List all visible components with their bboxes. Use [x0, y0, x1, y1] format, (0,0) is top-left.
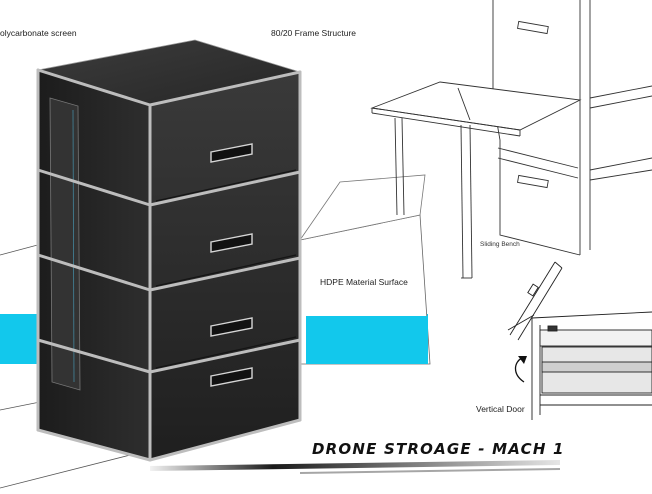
vertical-door-label: Vertical Door [476, 404, 525, 414]
sheet-title: DRONE STROAGE - MACH 1 [312, 440, 565, 458]
vertical-door-sketch [507, 261, 652, 420]
drawer-handles [210, 143, 253, 387]
sliding-bench-label: Sliding Bench [480, 241, 520, 248]
polycarbonate-screen-label: olycarbonate screen [0, 28, 77, 38]
cabinet-front-panel [150, 72, 300, 460]
drawer-handle-2 [210, 233, 253, 253]
drawer-handle-4 [210, 367, 253, 387]
drone-storage-cabinet [36, 39, 302, 462]
sliding-bench-sketch [370, 0, 652, 279]
aluminum-frame [36, 68, 302, 462]
frame-structure-label: 80/20 Frame Structure [271, 28, 357, 38]
polycarbonate-window [49, 97, 81, 391]
drawer-handle-1 [210, 143, 253, 163]
drawer-handle-3 [210, 317, 253, 337]
title-underline [150, 460, 560, 471]
hdpe-surface-label: HDPE Material Surface [320, 277, 408, 287]
